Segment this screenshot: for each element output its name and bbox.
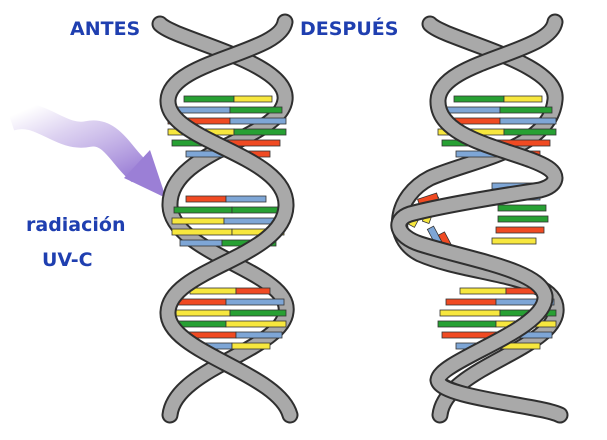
uv-c-label: UV-C xyxy=(42,249,93,271)
radiation-label: radiación xyxy=(26,214,126,236)
after-label: DESPUÉS xyxy=(300,18,399,40)
dna-helix-before xyxy=(151,13,299,424)
radiation-arrow-icon xyxy=(5,103,166,198)
before-label: ANTES xyxy=(70,18,141,40)
dna-helix-after xyxy=(390,13,569,424)
